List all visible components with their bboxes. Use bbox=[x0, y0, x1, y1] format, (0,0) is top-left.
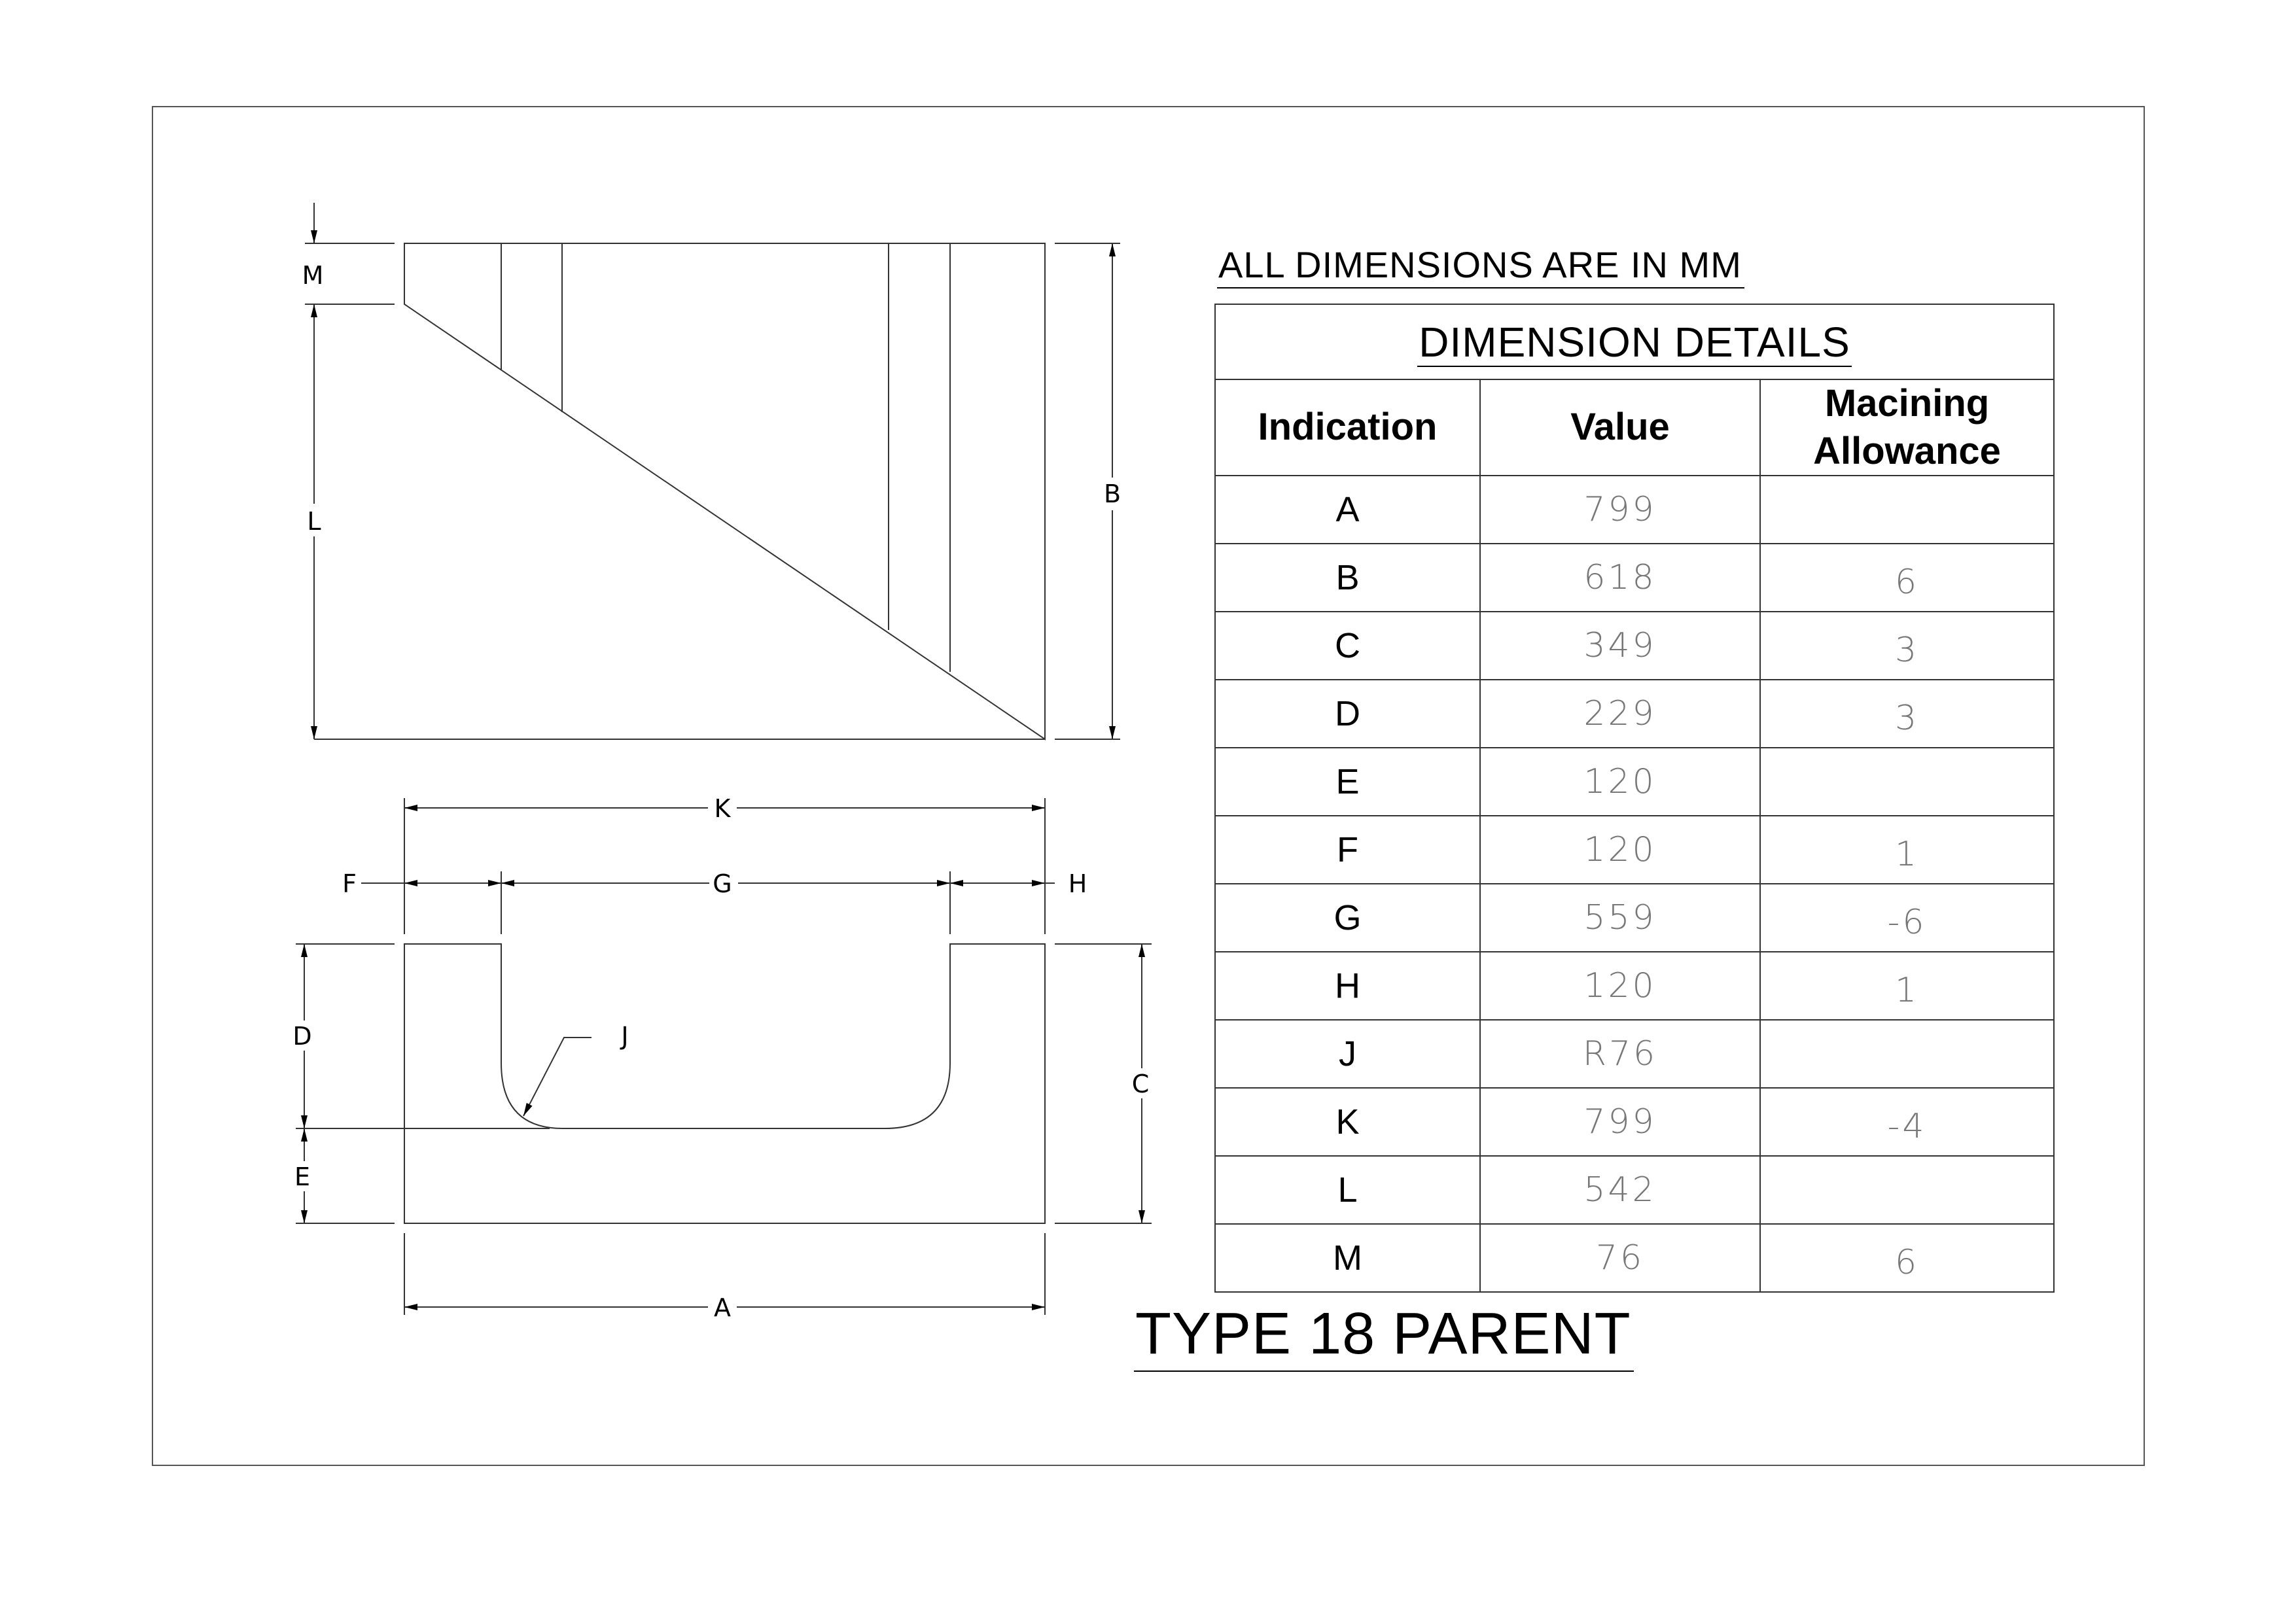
table-caption-text: DIMENSION DETAILS bbox=[1417, 318, 1852, 367]
table-caption: DIMENSION DETAILS bbox=[1214, 304, 2055, 380]
allowance-cell: 3 bbox=[1759, 679, 2055, 748]
indication-cell: H bbox=[1214, 951, 1481, 1021]
allowance-cell bbox=[1759, 1019, 2055, 1089]
drawing-title: TYPE 18 PARENT bbox=[1134, 1300, 1634, 1372]
indication-cell: E bbox=[1214, 747, 1481, 816]
allowance-cell bbox=[1759, 475, 2055, 544]
label-b: B bbox=[1104, 480, 1121, 508]
indication-cell: L bbox=[1214, 1155, 1481, 1225]
label-j: J bbox=[620, 1022, 628, 1051]
indication-cell: C bbox=[1214, 611, 1481, 680]
header-indication: Indication bbox=[1214, 379, 1481, 476]
label-e: E bbox=[294, 1162, 310, 1191]
allowance-cell bbox=[1759, 1155, 2055, 1225]
allowance-cell: 1 bbox=[1759, 815, 2055, 884]
label-c: C bbox=[1132, 1070, 1150, 1098]
label-h: H bbox=[1069, 869, 1087, 898]
value-cell: 559 bbox=[1479, 883, 1761, 952]
indication-cell: M bbox=[1214, 1223, 1481, 1293]
indication-cell: F bbox=[1214, 815, 1481, 884]
drawing-border bbox=[152, 106, 2145, 1466]
allowance-cell: -6 bbox=[1759, 883, 2055, 952]
indication-cell: A bbox=[1214, 475, 1481, 544]
label-f: F bbox=[342, 869, 357, 898]
indication-cell: K bbox=[1214, 1087, 1481, 1157]
indication-cell: G bbox=[1214, 883, 1481, 952]
value-cell: 349 bbox=[1479, 611, 1761, 680]
label-m: M bbox=[302, 261, 324, 290]
value-cell: 542 bbox=[1479, 1155, 1761, 1225]
label-l: L bbox=[307, 507, 321, 536]
header-allowance: Macining Allowance bbox=[1759, 379, 2055, 476]
value-cell: 120 bbox=[1479, 951, 1761, 1021]
indication-cell: B bbox=[1214, 543, 1481, 612]
dimension-table: DIMENSION DETAILS Indication Value Macin… bbox=[1214, 304, 2055, 1293]
value-cell: 120 bbox=[1479, 815, 1761, 884]
value-cell: 799 bbox=[1479, 1087, 1761, 1157]
value-cell: 229 bbox=[1479, 679, 1761, 748]
value-cell: 120 bbox=[1479, 747, 1761, 816]
indication-cell: D bbox=[1214, 679, 1481, 748]
allowance-cell: 6 bbox=[1759, 543, 2055, 612]
header-value: Value bbox=[1479, 379, 1761, 476]
value-cell: R76 bbox=[1479, 1019, 1761, 1089]
value-cell: 76 bbox=[1479, 1223, 1761, 1293]
label-d: D bbox=[292, 1022, 311, 1051]
units-note: ALL DIMENSIONS ARE IN MM bbox=[1217, 243, 1744, 288]
allowance-cell: 1 bbox=[1759, 951, 2055, 1021]
allowance-cell: 3 bbox=[1759, 611, 2055, 680]
value-cell: 618 bbox=[1479, 543, 1761, 612]
label-g: G bbox=[713, 869, 732, 898]
allowance-cell bbox=[1759, 747, 2055, 816]
header-allowance-line1: Macining bbox=[1824, 382, 1990, 425]
label-k: K bbox=[715, 794, 732, 823]
allowance-cell: 6 bbox=[1759, 1223, 2055, 1293]
leader-j bbox=[523, 1037, 592, 1117]
u-channel-outline bbox=[404, 943, 1046, 1224]
value-cell: 799 bbox=[1479, 475, 1761, 544]
indication-cell: J bbox=[1214, 1019, 1481, 1089]
side-view-outline bbox=[404, 243, 1046, 741]
header-allowance-line2: Allowance bbox=[1813, 429, 2001, 472]
allowance-cell: -4 bbox=[1759, 1087, 2055, 1157]
side-view bbox=[305, 203, 1120, 741]
label-a: A bbox=[714, 1293, 731, 1322]
